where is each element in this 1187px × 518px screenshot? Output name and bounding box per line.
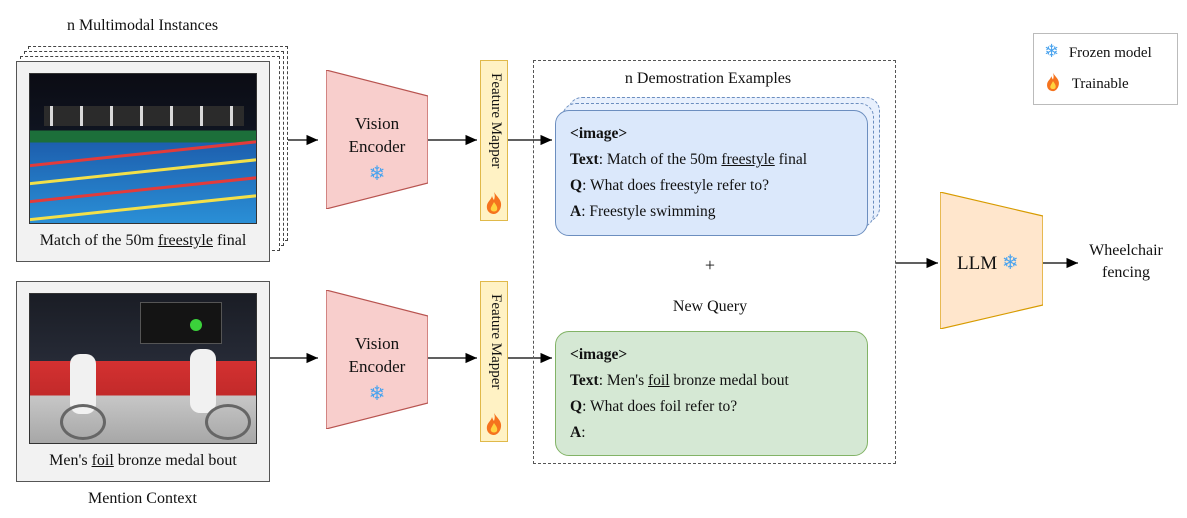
flame-icon [486,192,502,214]
instance-caption-top: Match of the 50m freestyle final [39,232,247,249]
snowflake-icon: ❄ [1001,250,1019,274]
swimming-photo [29,73,257,224]
instance-card-top: Match of the 50m freestyle final [16,61,270,262]
legend: ❄ Frozen model Trainable [1033,33,1178,105]
mention-context-caption: Mention Context [88,490,197,507]
instances-caption: n Multimodal Instances [66,17,219,34]
demonstration-group [533,60,896,464]
llm-block: LLM ❄ [940,192,1043,329]
fencing-photo [29,293,257,444]
flame-icon [1047,72,1059,92]
instance-caption-bottom: Men's foil bronze medal bout [49,452,237,469]
snowflake-icon: ❄ [368,161,386,185]
new-query-title: New Query [672,298,748,315]
snowflake-icon: ❄ [368,381,386,405]
feature-mapper-bottom: Feature Mapper [480,281,508,442]
legend-frozen: ❄ Frozen model [1044,41,1152,62]
demonstration-title: n Demostration Examples [624,70,792,87]
demo-example-box: <image> Text: Match of the 50m freestyle… [555,110,868,236]
feature-mapper-top: Feature Mapper [480,60,508,221]
query-box: <image> Text: Men's foil bronze medal bo… [555,331,868,456]
plus-sign: + [704,255,716,275]
instance-card-bottom: Men's foil bronze medal bout [16,281,270,482]
legend-trainable: Trainable [1044,72,1129,93]
flame-icon [486,413,502,435]
llm-label: LLM [957,253,998,274]
snowflake-icon: ❄ [1044,41,1060,62]
